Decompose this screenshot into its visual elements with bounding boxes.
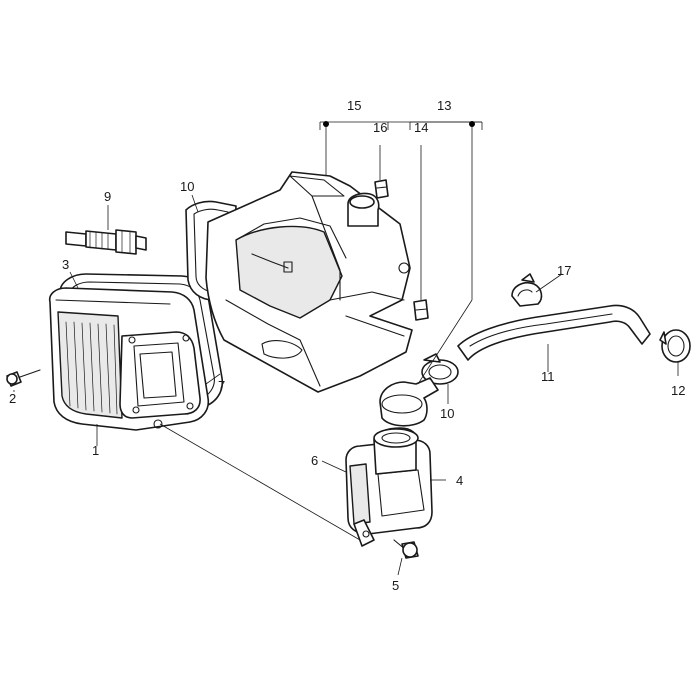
- callout-2: 2: [9, 391, 16, 406]
- hose-clamp-12: [659, 329, 691, 363]
- leader-lines: [13, 121, 679, 576]
- callout-13: 13: [437, 98, 451, 113]
- callout-labels: 1 2 3 4 5 6 7 9 10 10 11 12 13 14 15 16 …: [9, 98, 685, 593]
- spark-plug: [65, 229, 147, 255]
- callout-6: 6: [311, 453, 318, 468]
- callout-9: 9: [104, 189, 111, 204]
- hose-clamp-17: [511, 273, 543, 307]
- cylinder-head-cover: [48, 287, 210, 431]
- callout-4: 4: [456, 473, 463, 488]
- breather-elbow-fitting: [379, 377, 439, 427]
- cylinder-air-shroud: [205, 171, 413, 393]
- callout-12: 12: [671, 383, 685, 398]
- blow-by-hose: [457, 304, 651, 361]
- callout-1: 1: [92, 443, 99, 458]
- callout-11: 11: [541, 369, 555, 384]
- callout-10-lower: 10: [440, 406, 454, 421]
- callout-3: 3: [62, 257, 69, 272]
- callout-15: 15: [347, 98, 361, 113]
- spring-clip-14: [413, 299, 429, 321]
- callout-5: 5: [392, 578, 399, 593]
- callout-14: 14: [414, 120, 428, 135]
- screw-part-5: [393, 539, 419, 559]
- spring-clip-16: [374, 179, 389, 199]
- callout-16: 16: [373, 120, 387, 135]
- breather-valve-body: [345, 427, 433, 547]
- screw-part-2: [6, 369, 41, 387]
- callout-10-upper: 10: [180, 179, 194, 194]
- callout-7: 7: [218, 378, 225, 393]
- callout-17: 17: [557, 263, 571, 278]
